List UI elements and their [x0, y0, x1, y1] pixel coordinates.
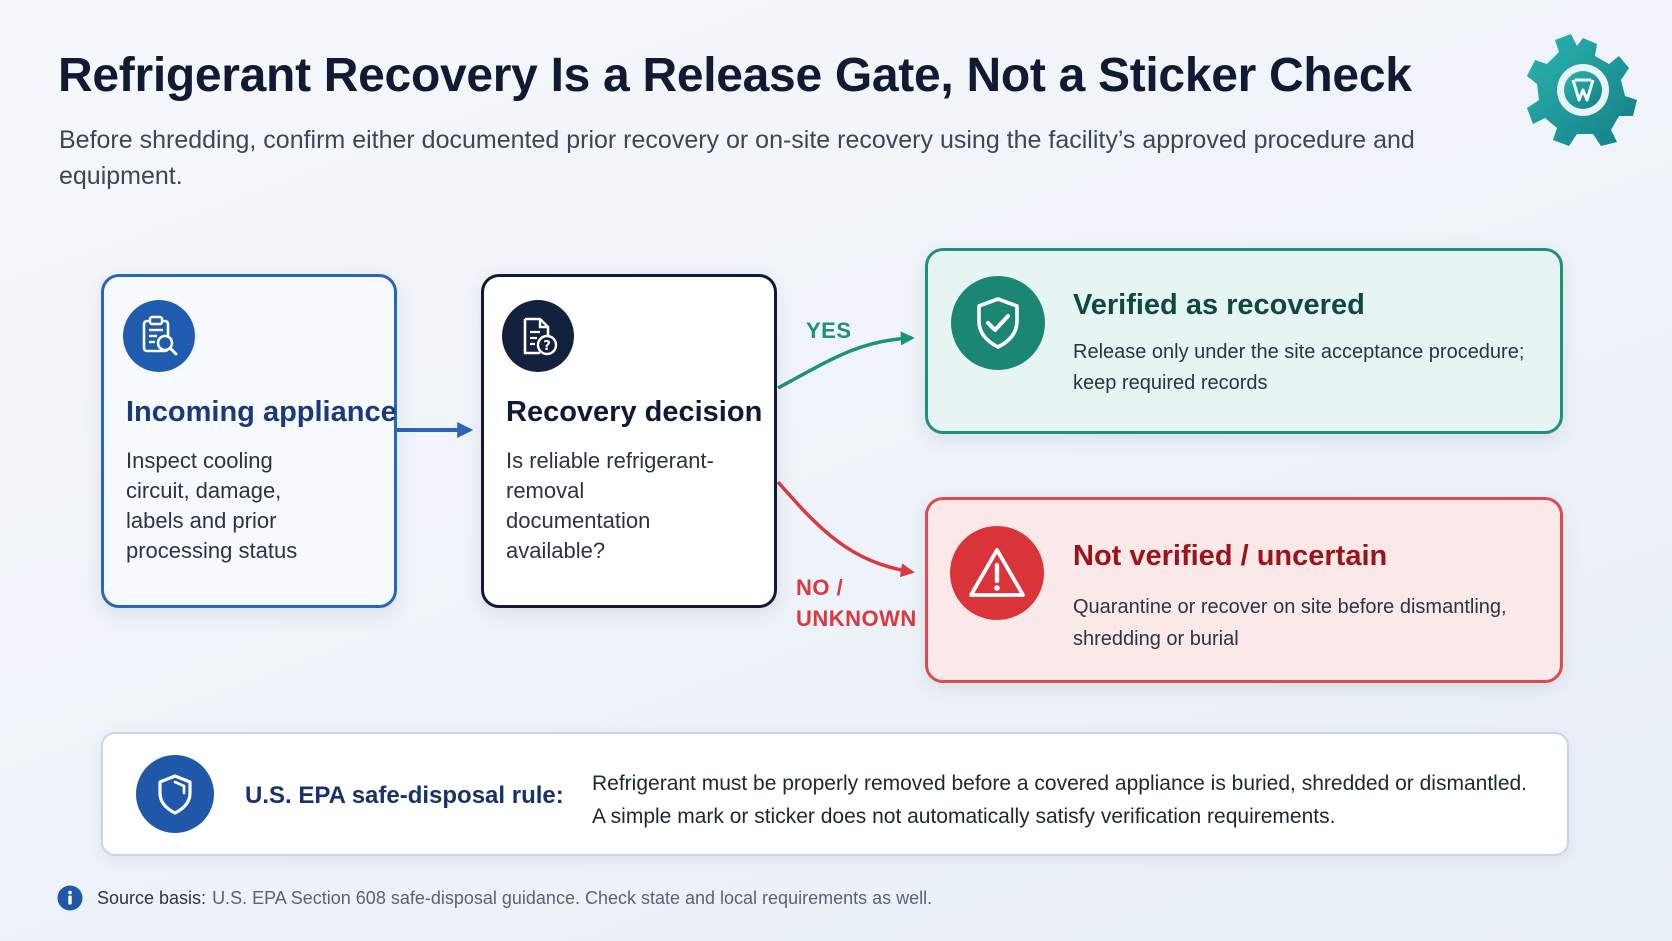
clipboard-search-icon	[123, 300, 195, 372]
info-icon	[57, 885, 83, 911]
page-title: Refrigerant Recovery Is a Release Gate, …	[58, 49, 1412, 102]
epa-rule-text: Refrigerant must be properly removed bef…	[592, 767, 1552, 833]
no-label-line2: UNKNOWN	[796, 606, 917, 631]
verified-body: Release only under the site acceptance p…	[1073, 341, 1525, 394]
arrow-no	[776, 480, 915, 578]
no-label-line1: NO /	[796, 575, 844, 600]
recovery-decision-body: Is reliable refrigerant-removal document…	[506, 448, 714, 563]
epa-rule-label: U.S. EPA safe-disposal rule:	[245, 782, 564, 809]
arrow-yes	[777, 331, 915, 390]
no-label: NO / UNKNOWN	[796, 572, 917, 634]
yes-label: YES	[806, 318, 852, 343]
not-verified-title: Not verified / uncertain	[1073, 540, 1388, 572]
logo-gear-icon	[1527, 34, 1637, 146]
source-label: Source basis:	[97, 887, 207, 908]
epa-rule-line1: Refrigerant must be properly removed bef…	[592, 772, 1528, 795]
recovery-decision-title: Recovery decision	[506, 396, 763, 428]
verified-title: Verified as recovered	[1073, 289, 1365, 321]
page-subtitle: Before shredding, confirm either documen…	[59, 126, 1415, 190]
incoming-appliance-title: Incoming appliance	[126, 396, 397, 428]
warning-icon	[950, 526, 1044, 620]
svg-text:?: ?	[543, 339, 551, 354]
source-row: Source basis: U.S. EPA Section 608 safe-…	[57, 885, 932, 911]
document-question-icon: ?	[502, 300, 574, 372]
not-verified-body: Quarantine or recover on site before dis…	[1073, 596, 1507, 650]
epa-rule-box	[101, 732, 1569, 856]
shield-check-icon	[951, 276, 1045, 370]
incoming-appliance-body: Inspect cooling circuit, damage, labels …	[126, 448, 298, 563]
shield-icon	[136, 755, 214, 833]
source-text: U.S. EPA Section 608 safe-disposal guida…	[212, 887, 933, 908]
epa-rule-line2: A simple mark or sticker does not automa…	[592, 805, 1336, 828]
